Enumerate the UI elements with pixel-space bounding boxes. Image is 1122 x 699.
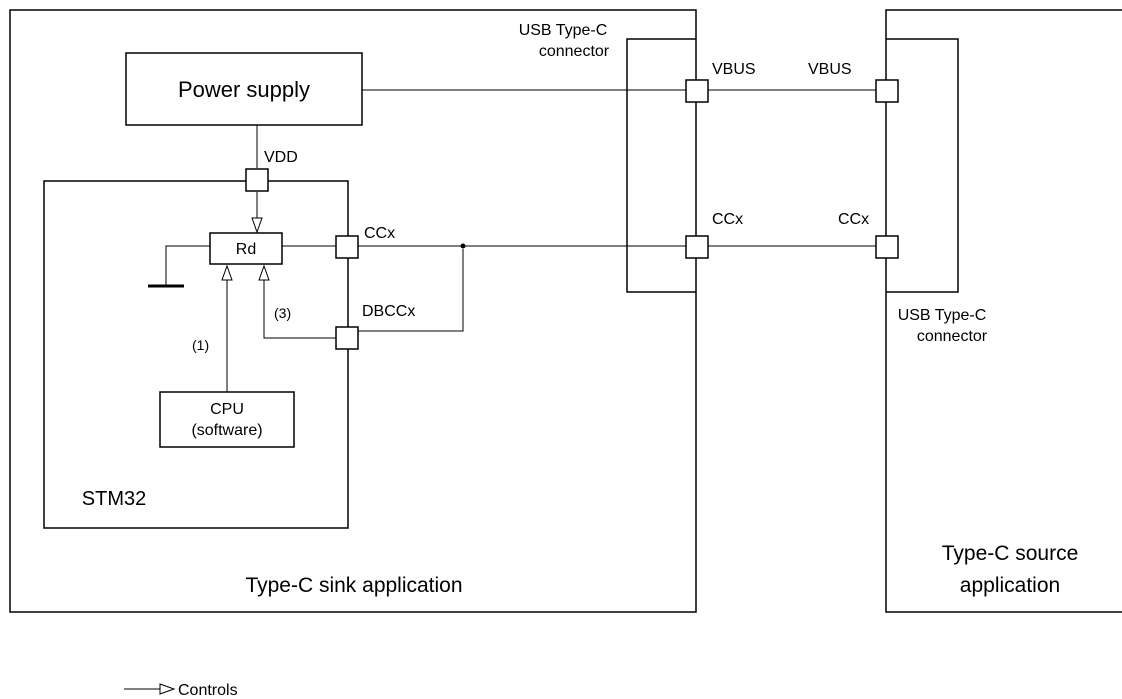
source-ccx-label: CCx: [838, 211, 869, 228]
sink-connector-label-2: connector: [539, 43, 610, 60]
stm32-label: STM32: [82, 488, 146, 510]
path-3-label: (3): [274, 305, 291, 321]
source-vbus-pin: [875, 79, 899, 103]
path-1-label: (1): [192, 337, 209, 353]
stm32-ccx-label: CCx: [364, 225, 395, 242]
wires: [165, 89, 876, 392]
source-usb-connector-outline: [886, 38, 959, 293]
stm32-dbccx-pin: [335, 326, 359, 350]
cpu-control-arrowhead: [221, 264, 233, 281]
stm32-ccx-pin: [335, 235, 359, 259]
sink-ccx-pin: [685, 235, 709, 259]
source-ccx-pin: [875, 235, 899, 259]
sink-application-label: Type-C sink application: [245, 574, 462, 597]
dbccx-label: DBCCx: [362, 303, 415, 320]
sink-vbus-pin: [685, 79, 709, 103]
sink-usb-connector-outline: [626, 38, 696, 293]
dbccx-branch-wire: [358, 249, 464, 332]
dbccx-to-rd-wire: [263, 280, 336, 339]
sink-connector-label-1: USB Type-C: [519, 22, 608, 39]
stm32-block: [43, 180, 349, 529]
sink-ccx-label: CCx: [712, 211, 743, 228]
legend: Controls: [124, 682, 238, 699]
vdd-label: VDD: [264, 149, 298, 166]
sink-vbus-label: VBUS: [712, 61, 756, 78]
legend-arrowhead: [159, 683, 176, 695]
sink-application-frame: [9, 9, 697, 613]
pins: [245, 79, 899, 350]
cpu-label: CPU: [210, 401, 244, 418]
dbccx-control-arrowhead: [258, 264, 270, 281]
legend-controls-label: Controls: [178, 682, 238, 699]
power-supply-block: [125, 52, 363, 126]
rd-block: [209, 232, 283, 265]
source-application-frame: [885, 9, 1122, 613]
power-supply-label: Power supply: [178, 77, 310, 102]
source-application-label-2: application: [960, 574, 1060, 597]
rd-label: Rd: [236, 241, 256, 258]
source-connector-label-2: connector: [917, 328, 988, 345]
source-vbus-label: VBUS: [808, 61, 852, 78]
vdd-control-arrowhead: [251, 217, 263, 234]
rd-ground-wire: [165, 245, 210, 285]
source-application-label-1: Type-C source: [942, 542, 1079, 565]
source-connector-label-1: USB Type-C: [898, 307, 987, 324]
ccx-junction-dot: [460, 243, 466, 249]
cpu-software-label: (software): [191, 422, 262, 439]
vdd-pin: [245, 168, 269, 192]
